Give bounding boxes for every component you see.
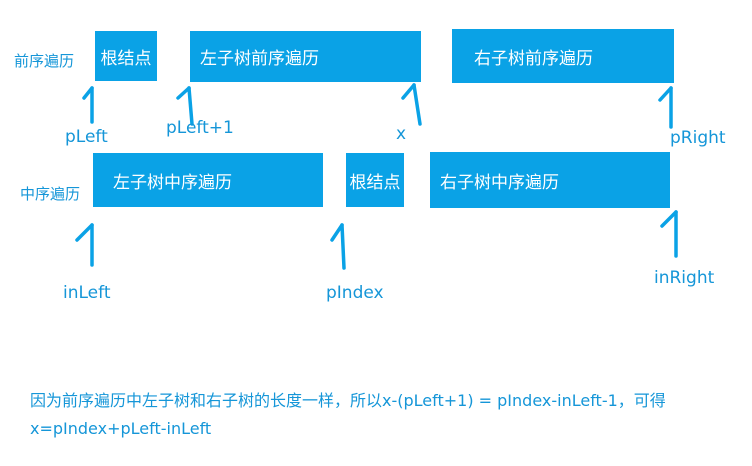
arrow-pLeft-plus-1	[176, 86, 194, 126]
preorder-left-subtree-box: 左子树前序遍历	[190, 31, 421, 82]
inorder-right-subtree-label: 右子树中序遍历	[440, 172, 559, 193]
inorder-right-subtree-box: 右子树中序遍历	[430, 152, 670, 208]
arrow-inLeft	[75, 223, 94, 267]
pointer-inLeft: inLeft	[63, 283, 111, 303]
preorder-right-subtree-label: 右子树前序遍历	[474, 48, 593, 69]
arrow-pIndex	[330, 223, 346, 270]
inorder-root-box: 根结点	[346, 153, 404, 207]
pointer-pRight: pRight	[670, 128, 726, 148]
preorder-root-label: 根结点	[100, 48, 152, 69]
inorder-root-label: 根结点	[349, 172, 401, 193]
inorder-row-label: 中序遍历	[20, 185, 81, 203]
explanation-note: 因为前序遍历中左子树和右子树的长度一样，所以x-(pLeft+1) = pInd…	[30, 391, 666, 438]
inorder-left-subtree-label: 左子树中序遍历	[113, 172, 232, 193]
arrow-pRight	[658, 86, 673, 129]
pointer-x: x	[396, 124, 407, 144]
arrow-inRight	[660, 210, 678, 258]
pointer-inRight: inRight	[654, 268, 715, 288]
preorder-row-label: 前序遍历	[14, 52, 75, 70]
pointer-pLeft: pLeft	[65, 127, 108, 147]
pointer-pLeft-plus-1: pLeft+1	[166, 118, 234, 138]
pointer-pIndex: pIndex	[326, 283, 384, 303]
arrow-x	[401, 83, 422, 126]
preorder-left-subtree-label: 左子树前序遍历	[200, 49, 319, 69]
inorder-left-subtree-box: 左子树中序遍历	[93, 153, 323, 207]
preorder-root-box: 根结点	[95, 31, 157, 81]
arrow-pLeft	[82, 86, 94, 124]
preorder-right-subtree-box: 右子树前序遍历	[452, 29, 674, 83]
